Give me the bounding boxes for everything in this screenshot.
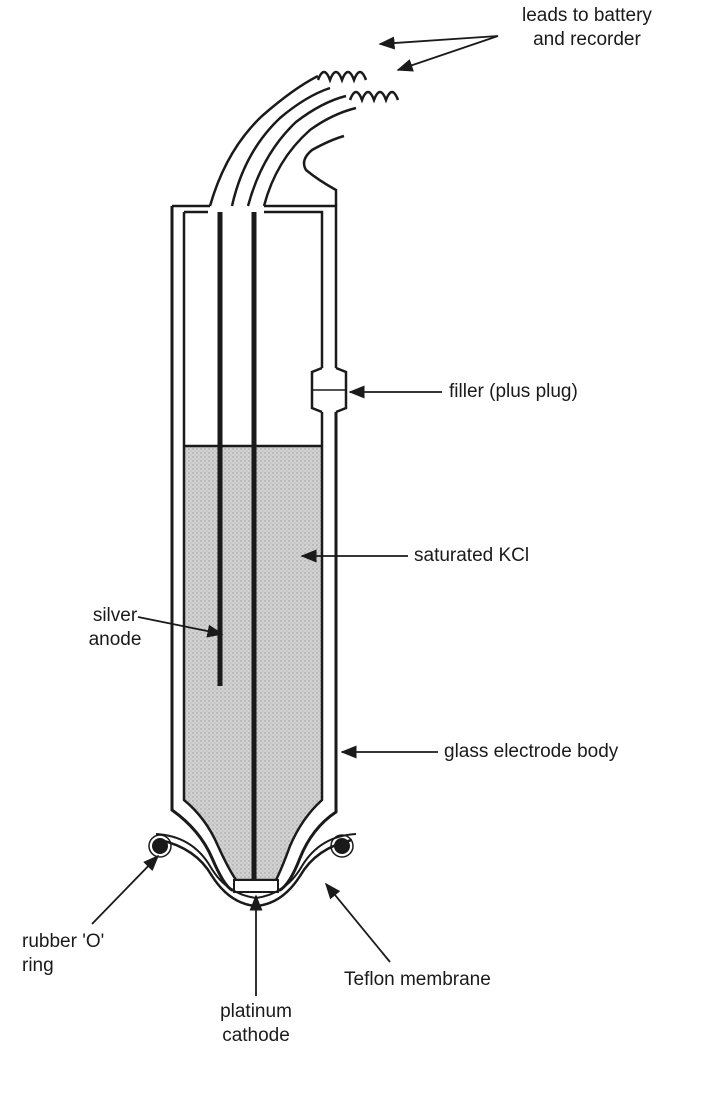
arrow-anode xyxy=(137,616,224,638)
cathode-tip xyxy=(233,879,279,893)
anode-lead xyxy=(208,74,319,207)
lead-coil-2 xyxy=(348,90,400,104)
filler-tube xyxy=(302,134,345,206)
glass-top xyxy=(172,204,338,368)
o-ring-right-icon xyxy=(334,838,350,854)
membrane-label: Teflon membrane xyxy=(344,969,491,990)
o-ring-left-icon xyxy=(152,838,168,854)
arrow-oring xyxy=(91,854,160,925)
body-label: glass electrode body xyxy=(444,741,619,762)
arrow-leads-1 xyxy=(378,35,499,50)
arrow-membrane xyxy=(324,882,391,963)
lead-coil-1 xyxy=(316,70,368,84)
filler-label: filler (plus plug) xyxy=(449,381,578,402)
leads-label: leads to battery and recorder xyxy=(522,5,652,50)
cathode-label: platinum cathode xyxy=(220,1001,292,1046)
anode-label: silver anode xyxy=(88,605,142,650)
o-ring-label: rubber 'O' ring xyxy=(22,931,105,976)
arrow-leads-2 xyxy=(396,35,499,72)
kcl-label: saturated KCl xyxy=(414,545,530,566)
cathode-lead xyxy=(246,94,347,207)
